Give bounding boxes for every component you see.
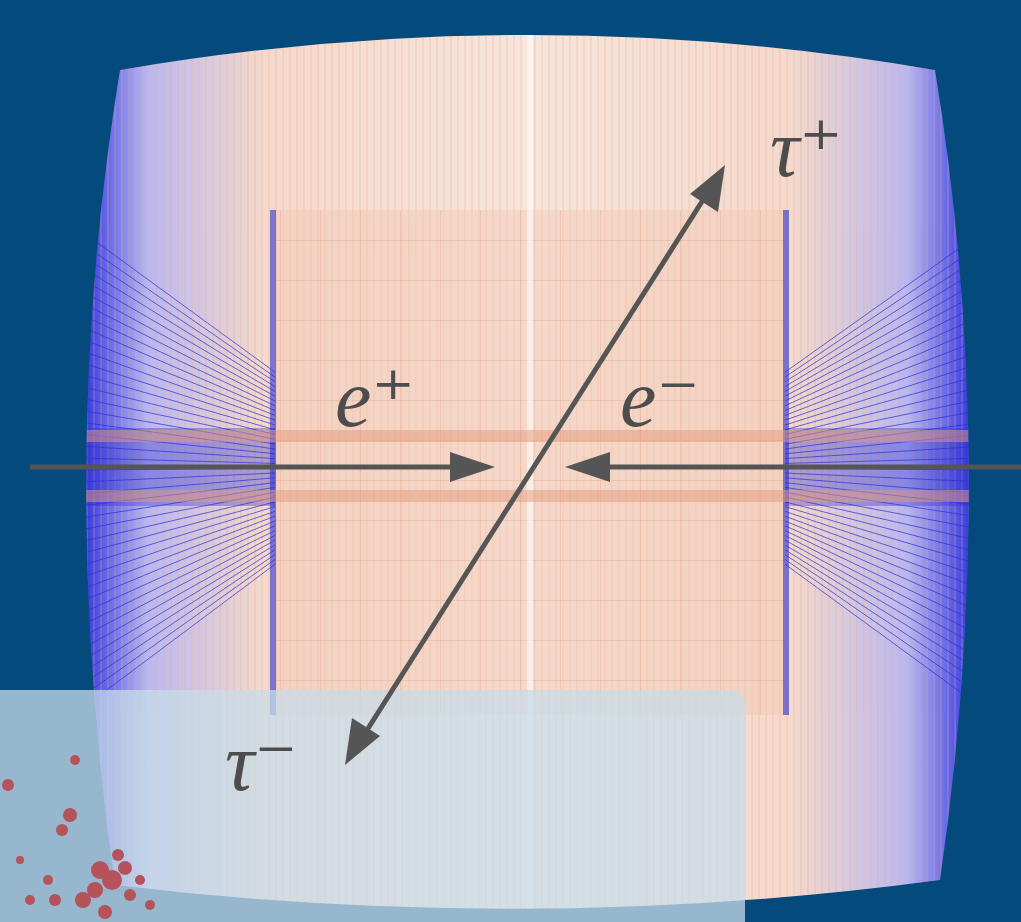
beam-and-track-arrows — [30, 165, 1021, 765]
particle-label: e⁻ — [620, 358, 700, 440]
particle-label: e⁺ — [335, 358, 415, 440]
particle-label: τ⁻ — [225, 722, 298, 804]
scatter-dots — [2, 755, 155, 919]
particle-label: τ⁺ — [770, 108, 843, 190]
